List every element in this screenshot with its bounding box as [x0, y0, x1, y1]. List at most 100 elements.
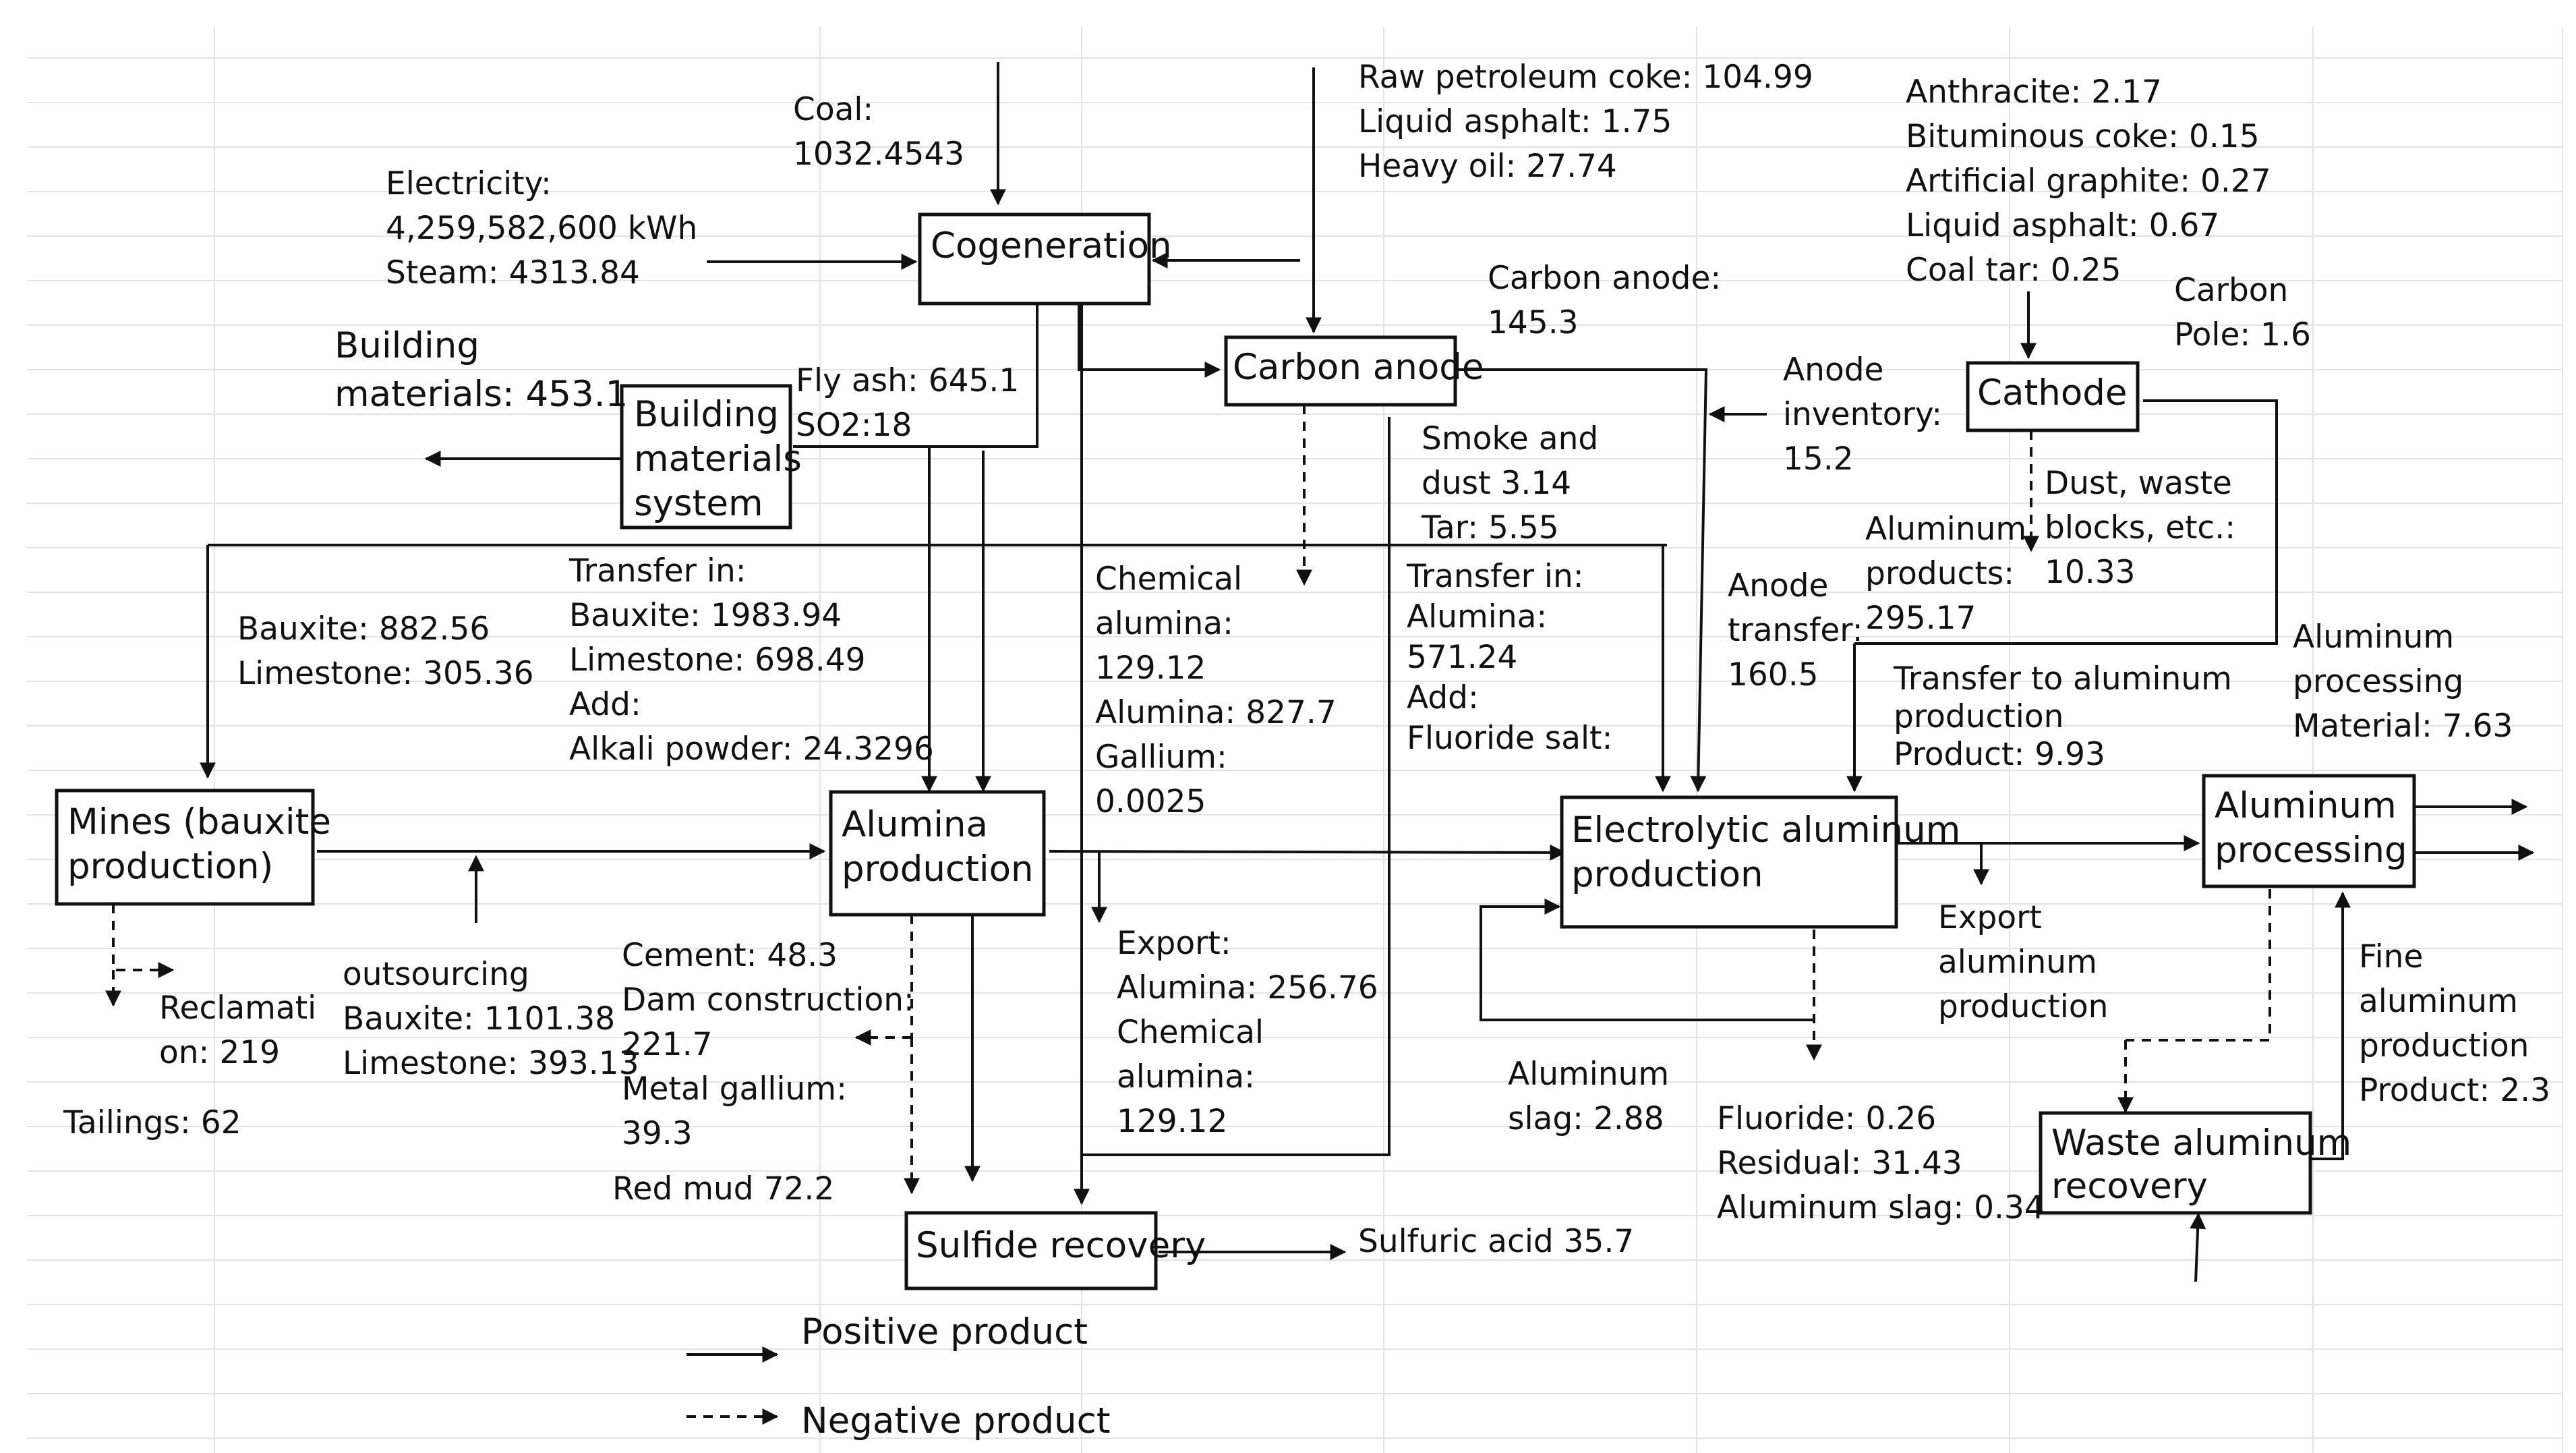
label-petroleum-line-2: Liquid asphalt: 1.75	[1358, 103, 1672, 140]
node-cogeneration[interactable]: Cogeneration	[918, 212, 1172, 306]
label-carbon-pole-line-1: Carbon	[2174, 272, 2288, 309]
label-building-out-line-2: materials: 453.1	[334, 374, 628, 415]
label-cement-line-1: Cement: 48.3	[622, 937, 838, 974]
label-export-alumina-line-4: alumina:	[1117, 1058, 1255, 1095]
label-smoke-line-1: Smoke and	[1422, 420, 1598, 457]
label-transfer-in-bauxite-line-1: Transfer in:	[568, 552, 747, 590]
label-coal-line-1: Coal:	[793, 91, 873, 128]
label-aluminum-processing-material-line-2: processing	[2293, 663, 2463, 700]
label-electricity-line-2: 4,259,582,600 kWh	[386, 210, 697, 247]
label-fluoride-line-2: Residual: 31.43	[1717, 1145, 1962, 1182]
label-transfer-to-processing-line-3: Product: 9.93	[1894, 736, 2105, 773]
label-fine-aluminum-line-3: production	[2359, 1027, 2529, 1064]
label-aluminum-slag-line-2: slag: 2.88	[1508, 1100, 1664, 1137]
building-materials-line-2: materials	[634, 438, 802, 480]
label-aluminum-processing-material-line-1: Aluminum	[2293, 619, 2454, 656]
label-export-alumina-line-2: Alumina: 256.76	[1117, 969, 1378, 1006]
spreadsheet-grid	[27, 27, 2563, 1453]
aluminum-processing-line-1: Aluminum	[2215, 785, 2397, 826]
label-transfer-in-bauxite-line-4: Add:	[569, 686, 641, 723]
label-electricity-line-3: Steam: 4313.84	[386, 254, 640, 291]
waste-recovery-line-2: recovery	[2051, 1166, 2208, 1207]
label-dust-waste-line-2: blocks, etc.:	[2045, 509, 2235, 546]
label-carbon-anode-out-line-2: 145.3	[1488, 304, 1579, 341]
mines-line-2: production)	[67, 846, 273, 887]
label-transfer-in-bauxite-line-5: Alkali powder: 24.3296	[569, 731, 934, 768]
node-alumina-production[interactable]: Alumina production	[829, 790, 1046, 917]
label-sulfuric-acid-line-1: Sulfuric acid 35.7	[1358, 1223, 1634, 1260]
node-electrolytic[interactable]: Electrolytic aluminum production	[1560, 795, 1960, 929]
label-fluoride-line-3: Aluminum slag: 0.34	[1717, 1189, 2045, 1226]
label-dust-waste-line-1: Dust, waste	[2045, 465, 2232, 502]
label-export-alumina-line-3: Chemical	[1117, 1014, 1264, 1051]
label-outsourcing-line-3: Limestone: 393.13	[343, 1045, 639, 1082]
label-electricity-line-1: Electricity:	[386, 165, 552, 202]
label-petroleum-line-1: Raw petroleum coke: 104.99	[1358, 59, 1813, 96]
label-transfer-in-alumina-line-3: 571.24	[1407, 639, 1517, 676]
label-aluminum-products-line-2: products:	[1865, 555, 2014, 592]
label-anode-inventory-line-1: Anode	[1783, 351, 1883, 389]
node-building-materials[interactable]: Building materials system	[620, 384, 802, 530]
label-transfer-in-alumina-line-1: Transfer in:	[1406, 558, 1584, 595]
label-transfer-in-bauxite-line-3: Limestone: 698.49	[569, 642, 866, 679]
label-transfer-in-bauxite-line-2: Bauxite: 1983.94	[569, 597, 842, 634]
label-outsourcing-line-1: outsourcing	[343, 956, 529, 993]
waste-recovery-line-1: Waste aluminum	[2051, 1122, 2351, 1164]
label-anthracite-line-5: Coal tar: 0.25	[1906, 252, 2121, 289]
label-anthracite-line-2: Bituminous coke: 0.15	[1906, 118, 2260, 155]
label-export-alumina-line-1: Export:	[1117, 925, 1231, 962]
label-coal-line-2: 1032.4543	[793, 136, 964, 173]
node-mines[interactable]: Mines (bauxite production)	[55, 789, 331, 906]
legend: Positive product Negative product	[801, 1311, 1111, 1442]
label-chemical-alumina-line-6: 0.0025	[1095, 783, 1206, 820]
label-transfer-in-alumina-line-4: Add:	[1407, 679, 1479, 716]
label-fly-ash-line-2: SO2:18	[796, 407, 912, 444]
label-anthracite-line-1: Anthracite: 2.17	[1906, 74, 2162, 111]
label-smoke-line-2: dust 3.14	[1422, 465, 1571, 502]
node-aluminum-processing[interactable]: Aluminum processing	[2202, 774, 2416, 888]
mines-line-1: Mines (bauxite	[67, 801, 331, 843]
label-petroleum-line-3: Heavy oil: 27.74	[1358, 148, 1617, 185]
arrow-cogeneration-to-carbon-anode	[1078, 304, 1221, 378]
label-cement-line-2: Dam construction:	[622, 981, 914, 1019]
dash-processing-down	[2126, 889, 2271, 1042]
label-export-aluminum-line-1: Export	[1938, 899, 2042, 936]
label-aluminum-slag-line-1: Aluminum	[1508, 1056, 1669, 1093]
label-fine-aluminum-line-1: Fine	[2359, 938, 2423, 975]
arrow-waste-to-processing	[2312, 891, 2351, 1160]
label-export-aluminum-line-2: aluminum	[1938, 944, 2097, 981]
label-cement-line-5: 39.3	[622, 1115, 693, 1152]
label-export-alumina-line-5: 129.12	[1117, 1103, 1227, 1140]
node-sulfide-recovery[interactable]: Sulfide recovery	[904, 1211, 1206, 1290]
line-export-boundary	[1082, 417, 1391, 1156]
label-bauxite-mine-line-1: Bauxite: 882.56	[237, 610, 490, 648]
label-anode-inventory-line-2: inventory:	[1783, 396, 1942, 433]
label-transfer-in-alumina-line-5: Fluoride salt:	[1407, 720, 1612, 757]
label-building-out-line-1: Building	[334, 325, 479, 366]
node-waste-recovery[interactable]: Waste aluminum recovery	[2039, 1111, 2351, 1215]
arrow-carbon-anode-to-electrolytic	[1457, 368, 1708, 793]
arrow-alumina-to-electrolytic	[1049, 844, 1567, 861]
label-transfer-to-processing-line-2: production	[1894, 698, 2063, 735]
node-carbon-anode[interactable]: Carbon anode	[1224, 335, 1484, 407]
legend-negative-label: Negative product	[801, 1400, 1111, 1442]
carbon-anode-label: Carbon anode	[1233, 347, 1484, 388]
label-aluminum-products-line-1: Aluminum	[1865, 511, 2026, 548]
line-cogeneration-to-building	[793, 304, 1038, 448]
aluminum-processing-line-2: processing	[2215, 830, 2407, 871]
label-transfer-to-processing-line-1: Transfer to aluminum	[1893, 660, 2232, 697]
alumina-production-line-1: Alumina	[842, 804, 988, 845]
electrolytic-line-1: Electrolytic aluminum	[1571, 809, 1960, 851]
label-chemical-alumina-line-4: Alumina: 827.7	[1095, 694, 1337, 731]
label-chemical-alumina-line-5: Gallium:	[1095, 739, 1227, 776]
label-carbon-anode-out-line-1: Carbon anode:	[1488, 260, 1721, 297]
label-fine-aluminum-line-4: Product: 2.3	[2359, 1072, 2550, 1109]
cathode-label: Cathode	[1977, 372, 2128, 414]
node-cathode[interactable]: Cathode	[1966, 361, 2140, 432]
label-anode-inventory-line-3: 15.2	[1783, 440, 1854, 478]
label-anthracite-line-4: Liquid asphalt: 0.67	[1906, 207, 2219, 244]
arrow-slag-loop	[1480, 899, 1813, 1021]
label-chemical-alumina-line-1: Chemical	[1095, 561, 1242, 598]
